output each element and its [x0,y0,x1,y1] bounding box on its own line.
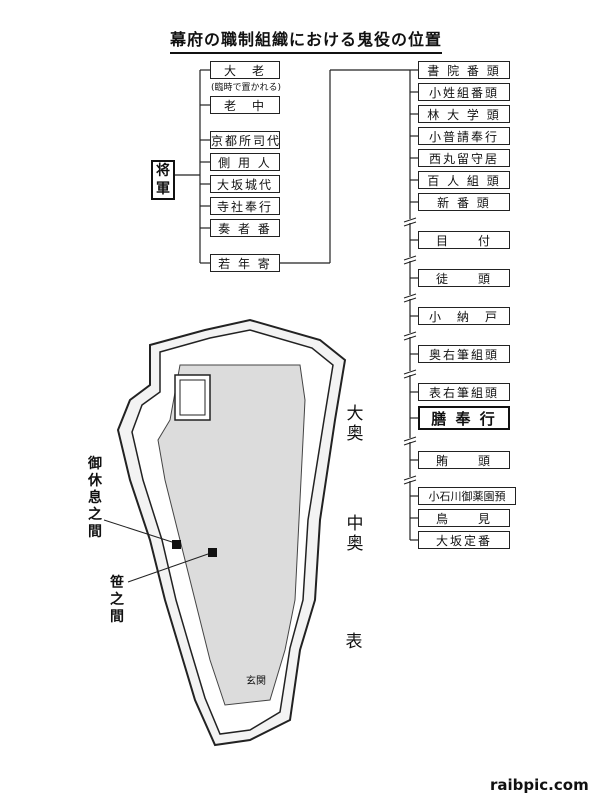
role-zen-bugyo-highlight: 膳 奉 行 [418,406,510,430]
role-hayashi-daigaku: 林 大 学 頭 [418,105,510,123]
role-nishinomaru-rusui: 西丸留守居 [418,149,510,167]
role-koishikawa-yakuen: 小石川御薬園預 [418,487,516,505]
role-tairo: 大 老 [210,61,280,79]
zone-label-omote: 表 [345,632,363,652]
role-kyoto-shoshidai: 京都所司代 [210,131,280,149]
role-osaka-jodai: 大坂城代 [210,175,280,193]
role-koshogumi-bangashira: 小姓組番頭 [418,83,510,101]
role-roju: 老 中 [210,96,280,114]
role-makanai-gashira: 賄 頭 [418,451,510,469]
role-oku-yuhitsu: 奥右筆組頭 [418,345,510,363]
role-jisha-bugyo: 寺社奉行 [210,197,280,215]
role-sojaban: 奏 者 番 [210,219,280,237]
role-torimi: 鳥 見 [418,509,510,527]
role-wakadoshiyori: 若 年 寄 [210,254,280,272]
diagram-title: 幕府の職制組織における鬼役の位置 [170,26,443,54]
room-label-genkan: 玄関 [246,676,266,687]
role-osaka-jouban: 大坂定番 [418,531,510,549]
role-kachi-gashira: 徒 頭 [418,269,510,287]
role-hyakunin-gumi: 百 人 組 頭 [418,171,510,189]
castle-floor-plan [103,318,347,747]
room-label-oyasumi: 御休息之間 [88,456,102,540]
role-metsuke: 目 付 [418,231,510,249]
room-label-sasa: 笹之間 [110,575,124,625]
role-konando: 小 納 戸 [418,307,510,325]
watermark-text: raibpic.com [490,776,589,794]
tairo-note: (臨時で置かれる) [211,83,282,93]
role-shoinban-gashira: 書 院 番 頭 [418,61,510,79]
role-shinban-gashira: 新 番 頭 [418,193,510,211]
zone-label-nakaoku: 中奥 [346,514,364,554]
role-sobayonin: 側 用 人 [210,153,280,171]
shogun-box: 将軍 [151,160,175,200]
role-kobushin-bugyo: 小普請奉行 [418,127,510,145]
zone-label-ooku: 大奥 [346,404,364,444]
role-omote-yuhitsu: 表右筆組頭 [418,383,510,401]
